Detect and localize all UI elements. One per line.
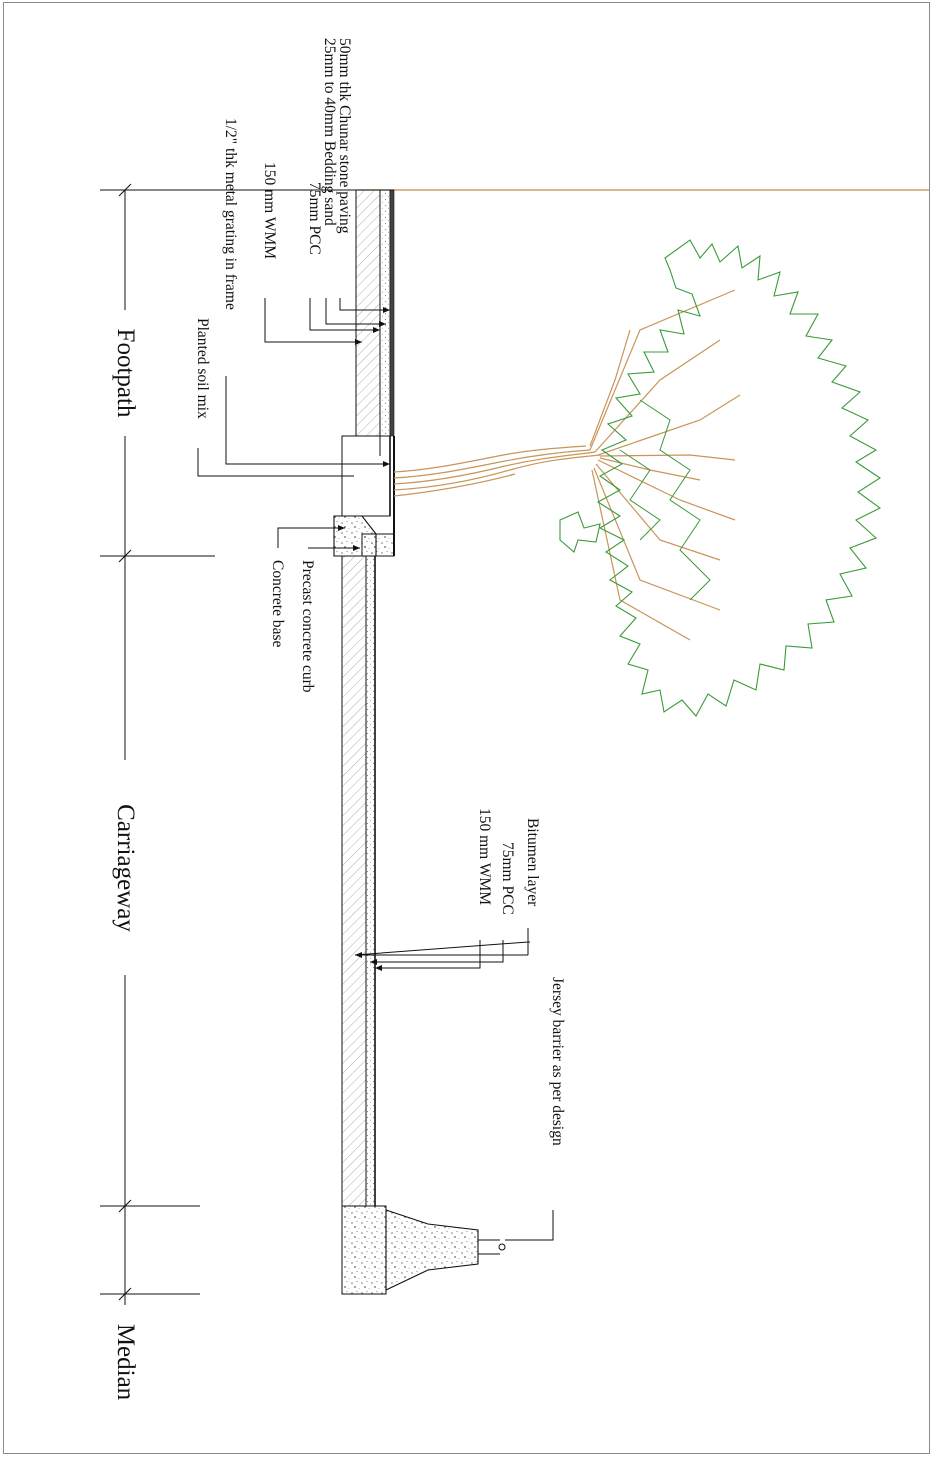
label-concrete-base: Concrete base bbox=[269, 560, 286, 647]
label-footpath-pcc: 75mm PCC bbox=[306, 182, 323, 255]
label-bitumen-layer: Bitumen layer bbox=[524, 818, 541, 907]
section-label-median: Median bbox=[112, 1324, 139, 1401]
footpath-pavement bbox=[355, 189, 395, 437]
label-jersey-barrier: Jersey barrier as per design bbox=[549, 977, 566, 1146]
jersey-barrier bbox=[341, 1205, 506, 1295]
precast-curb bbox=[333, 515, 395, 557]
label-stone-paving: 50mm thk Chunar stone paving bbox=[336, 38, 353, 234]
carriageway-pavement bbox=[341, 555, 376, 1207]
section-label-carriageway: Carriageway bbox=[112, 804, 139, 932]
label-carriageway-wmm: 150 mm WMM bbox=[476, 808, 493, 905]
page-frame bbox=[3, 2, 930, 1454]
label-metal-grating: 1/2" thk metal grating in frame bbox=[222, 118, 239, 310]
label-footpath-wmm: 150 mm WMM bbox=[261, 162, 278, 259]
section-label-footpath: Footpath bbox=[112, 329, 139, 418]
tree-illustration bbox=[393, 239, 882, 717]
barrier-leader bbox=[505, 1210, 554, 1241]
carriageway-leaders bbox=[354, 928, 530, 969]
label-precast-curb: Precast concrete curb bbox=[299, 560, 316, 693]
dimension-lines bbox=[100, 183, 356, 1305]
footpath-leaders bbox=[197, 298, 390, 549]
label-carriageway-pcc: 75mm PCC bbox=[499, 842, 516, 915]
label-planted-soil: Planted soil mix bbox=[194, 318, 211, 419]
label-bedding-sand: 25mm to 40mm Bedding sand bbox=[321, 38, 338, 226]
